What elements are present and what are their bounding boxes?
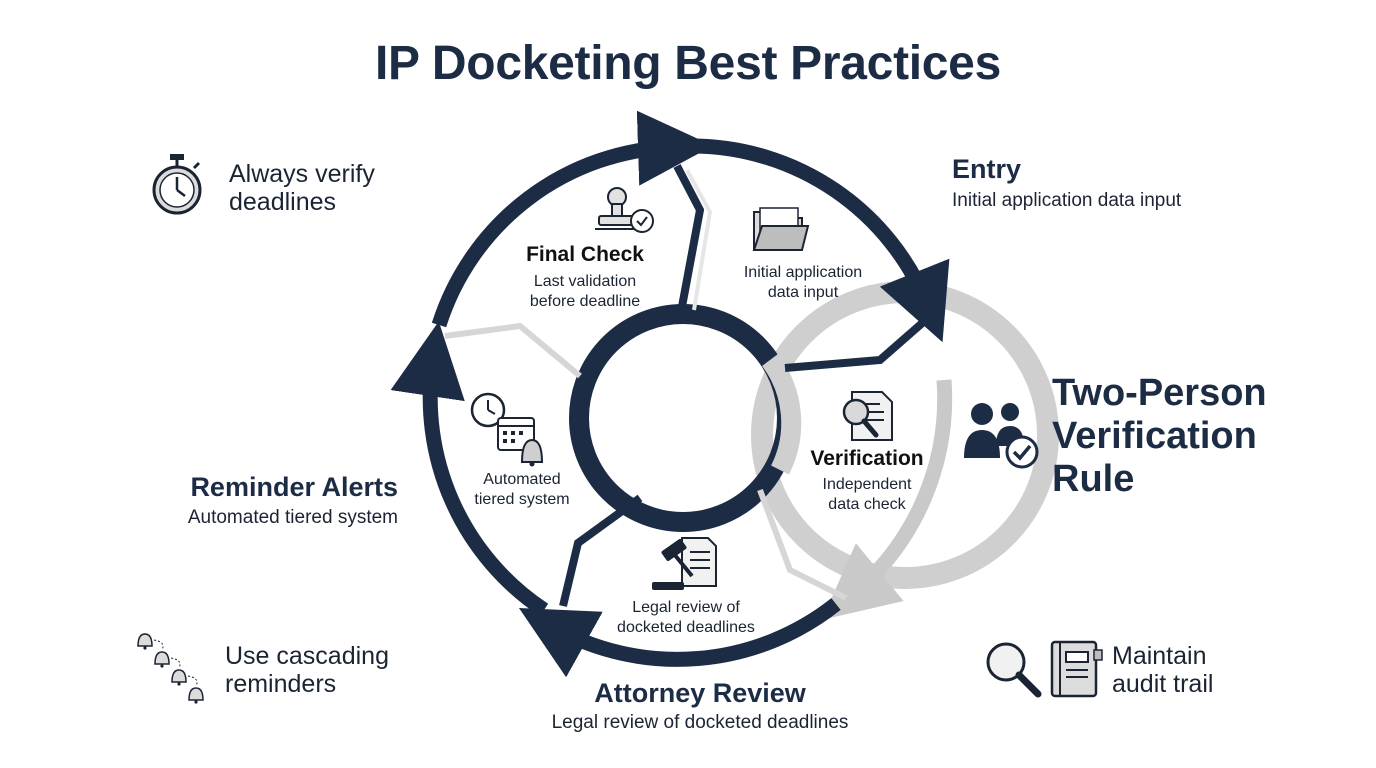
final-check-segment: Final Check Last validation before deadl…: [495, 243, 675, 312]
arrow-verification-to-attorney: [821, 379, 953, 620]
verification-desc-line1: Independent: [822, 476, 912, 493]
stopwatch-icon: [152, 154, 202, 215]
tip-audit-trail: Maintain audit trail: [1112, 642, 1213, 698]
tip-verify-deadlines: Always verify deadlines: [229, 160, 375, 216]
entry-segment: Initial application data input: [718, 263, 888, 303]
attorney-inner-line1: Legal review of: [632, 599, 740, 616]
inner-hub: [569, 304, 802, 532]
attorney-segment: Legal review of docketed deadlines: [596, 598, 776, 638]
two-person-rule: Two-Person Verification Rule: [1052, 372, 1267, 501]
arrow-final-to-entry: [431, 110, 713, 328]
final-check-title: Final Check: [526, 243, 644, 266]
cascading-bells-icon: [137, 633, 204, 704]
clock-calendar-bell-icon: [470, 392, 544, 467]
two-person-check-icon: [964, 403, 1039, 469]
tip-audit-line1: Maintain: [1112, 642, 1207, 670]
logbook-icon: [1050, 640, 1103, 698]
final-check-desc-line2: before deadline: [529, 293, 641, 310]
magnifier-icon: [986, 642, 1042, 698]
rule-line1: Two-Person: [1052, 372, 1267, 414]
outer-cycle-arrows: [390, 110, 953, 678]
reminder-segment: Automated tiered system: [452, 470, 592, 510]
entry-inner-line2: data input: [767, 284, 839, 301]
tip-cascading-line2: reminders: [225, 670, 337, 698]
attorney-inner-line2: docketed deadlines: [617, 619, 755, 636]
tip-audit-line2: audit trail: [1112, 670, 1214, 698]
reminder-description: Automated tiered system: [187, 507, 398, 528]
attorney-heading: Attorney Review: [594, 678, 806, 708]
verification-title: Verification: [810, 447, 924, 470]
rule-line2: Verification: [1052, 415, 1257, 457]
arrow-entry-to-verification: [693, 138, 950, 343]
tip-verify-line2: deadlines: [229, 188, 337, 216]
entry-heading: Entry: [952, 154, 1022, 184]
verification-desc-line2: data check: [828, 496, 906, 513]
folder-icon: [752, 207, 810, 251]
page-title: IP Docketing Best Practices: [375, 37, 1001, 90]
verification-segment: Verification Independent data check: [792, 447, 942, 515]
arrow-reminder-to-final: [390, 321, 549, 617]
reminder-heading: Reminder Alerts: [190, 472, 398, 502]
tip-cascading-reminders: Use cascading reminders: [225, 642, 389, 698]
arrow-attorney-to-reminder: [518, 598, 841, 678]
document-search-icon: [842, 391, 893, 441]
entry-inner-line1: Initial application: [743, 264, 863, 281]
entry-description: Initial application data input: [952, 190, 1182, 211]
final-check-desc-line1: Last validation: [533, 273, 637, 290]
segment-dividers: [444, 164, 931, 607]
attorney-description: Legal review of docketed deadlines: [551, 712, 849, 733]
rule-line3: Rule: [1052, 458, 1135, 500]
tip-cascading-line1: Use cascading: [225, 642, 389, 670]
reminder-inner-line2: tiered system: [474, 491, 570, 508]
stamp-check-icon: [595, 187, 654, 233]
gavel-document-icon: [652, 537, 717, 590]
tip-verify-line1: Always verify: [229, 160, 375, 188]
reminder-inner-line1: Automated: [483, 471, 561, 488]
